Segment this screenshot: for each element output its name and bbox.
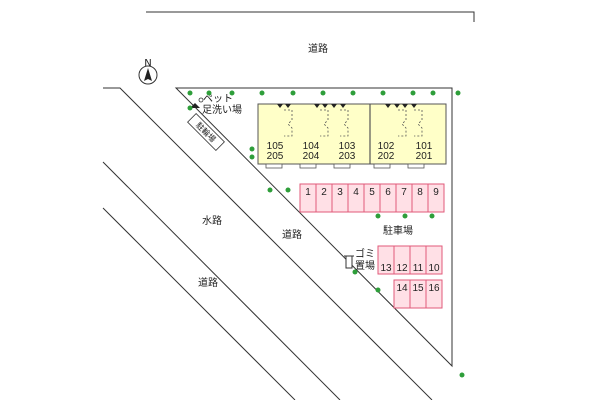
parking-lot-label: 駐車場	[383, 224, 413, 237]
parking-space-16: 16	[428, 283, 440, 294]
north-compass-icon: N	[138, 58, 158, 85]
tree-icon	[259, 90, 265, 96]
parking-space-6: 6	[385, 187, 391, 198]
tree-icon	[380, 90, 386, 96]
parking-row-3	[393, 279, 443, 309]
tree-icon	[206, 90, 212, 96]
parking-space-2: 2	[321, 187, 327, 198]
parking-row-1-numbers: 1 2 3 4 5 6 7 8 9	[305, 187, 439, 198]
road-middle-label: 道路	[282, 228, 302, 241]
tree-icon	[249, 154, 255, 160]
trees	[187, 90, 465, 378]
tree-icon	[187, 105, 193, 111]
unit-103: 103	[339, 141, 356, 152]
road-top-label: 道路	[308, 42, 328, 55]
parking-space-3: 3	[337, 187, 343, 198]
unit-102: 102	[378, 141, 395, 152]
apartment-building	[257, 103, 447, 169]
pet-wash-label-2: 足洗い場	[202, 103, 242, 116]
site-boundary	[174, 87, 453, 368]
unit-104: 104	[303, 141, 320, 152]
tree-icon	[429, 213, 435, 219]
parking-space-11: 11	[413, 263, 424, 274]
parking-space-12: 12	[396, 263, 408, 274]
parking-row-2-numbers: 13 12 11 10	[380, 263, 440, 274]
tree-icon	[410, 90, 416, 96]
bicycle-parking: 駐輪場	[187, 113, 225, 151]
unit-105: 105	[267, 141, 284, 152]
diagonal-line-1	[103, 87, 433, 400]
tree-icon	[267, 187, 273, 193]
tree-icon	[285, 187, 291, 193]
pet-wash-icon	[190, 97, 204, 108]
parking-space-14: 14	[396, 283, 408, 294]
tree-icon	[375, 213, 381, 219]
unit-204: 204	[303, 151, 320, 162]
parking-row-2-dividers	[393, 246, 427, 274]
tree-icon	[402, 213, 408, 219]
unit-205: 205	[267, 151, 284, 162]
unit-201: 201	[416, 151, 433, 162]
diagonal-line-2	[102, 161, 341, 400]
parking-space-5: 5	[369, 187, 375, 198]
unit-202: 202	[378, 151, 395, 162]
parking-space-7: 7	[401, 187, 407, 198]
diagonal-line-3	[102, 207, 296, 400]
parking-space-10: 10	[428, 263, 440, 274]
unit-101: 101	[416, 141, 433, 152]
tree-icon	[229, 90, 235, 96]
road-bottom-label: 道路	[198, 276, 218, 289]
top-road-edge	[146, 11, 475, 22]
pet-wash-label: ペット	[203, 94, 233, 105]
waterway-label: 水路	[202, 214, 222, 227]
parking-space-15: 15	[412, 283, 424, 294]
tree-icon	[455, 90, 461, 96]
garbage-label-1: ゴミ	[355, 247, 375, 260]
tree-icon	[350, 90, 356, 96]
tree-icon	[187, 90, 193, 96]
parking-space-8: 8	[417, 187, 423, 198]
garbage-bin-icon	[344, 255, 354, 269]
garbage-label-2: 置場	[355, 259, 375, 272]
tree-icon	[430, 90, 436, 96]
parking-row-1-dividers	[315, 184, 429, 212]
parking-row-3-dividers	[409, 280, 427, 308]
parking-space-13: 13	[380, 263, 392, 274]
unit-203: 203	[339, 151, 356, 162]
parking-row-1	[299, 183, 445, 213]
tree-icon	[352, 269, 358, 275]
tree-icon	[320, 90, 326, 96]
tree-icon	[290, 90, 296, 96]
tree-icon	[375, 287, 381, 293]
tree-icon	[459, 372, 465, 378]
unit-numbers: 105 205 104 204 103 203 102 202 101 201	[267, 141, 433, 162]
parking-space-4: 4	[353, 187, 359, 198]
tree-icon	[249, 146, 255, 152]
compass-n-label: N	[144, 58, 151, 69]
parking-space-9: 9	[433, 187, 439, 198]
parking-row-3-numbers: 14 15 16	[396, 283, 440, 294]
parking-space-1: 1	[305, 187, 311, 198]
